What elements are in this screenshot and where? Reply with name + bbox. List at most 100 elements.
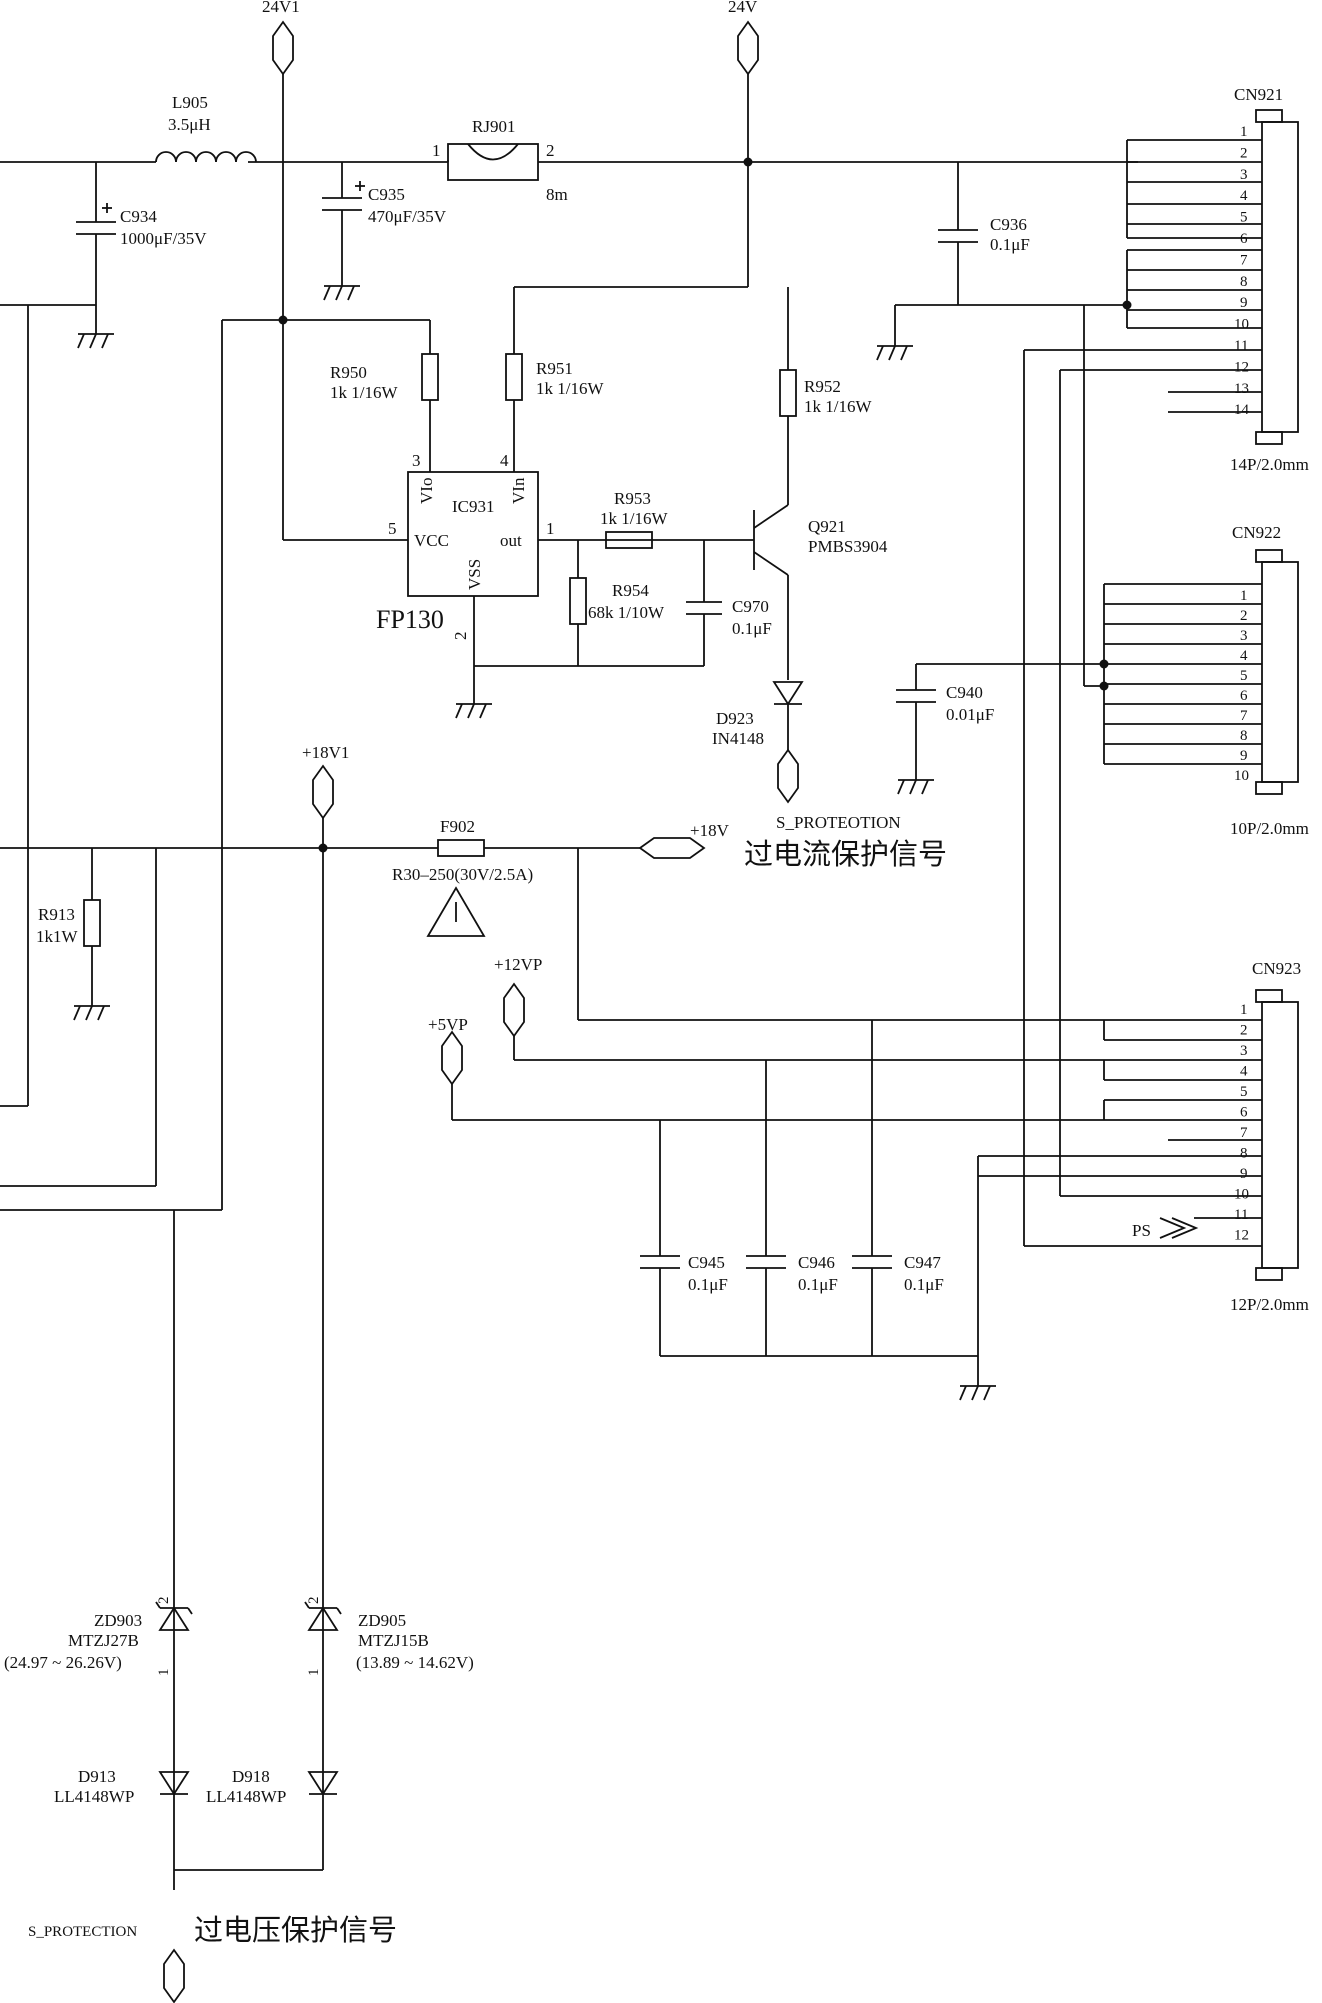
cn923-type: 12P/2.0mm (1230, 1295, 1309, 1314)
cn922-pin-4: 4 (1240, 648, 1248, 664)
c935-value: 470μF/35V (368, 207, 447, 226)
c940-ref: C940 (946, 683, 983, 702)
zd903-range: (24.97 ~ 26.26V) (4, 1653, 122, 1672)
d913-part: LL4148WP (54, 1787, 134, 1806)
zd903-part: MTZJ27B (68, 1631, 139, 1650)
d923-part: IN4148 (712, 729, 764, 748)
c934-ref: C934 (120, 207, 157, 226)
rail-5vp-label: +5VP (428, 1015, 468, 1034)
f902-ref: F902 (440, 817, 475, 836)
cn921-type: 14P/2.0mm (1230, 455, 1309, 474)
ic931-out: out (500, 531, 522, 550)
rail-12vp-label: +12VP (494, 955, 542, 974)
cn922-ref: CN922 (1232, 523, 1281, 542)
cn922-pin-3: 3 (1240, 628, 1248, 644)
rail-24v1-label: 24V1 (262, 0, 300, 16)
cn921-pin-2: 2 (1240, 145, 1248, 161)
zd905-pin1: 1 (306, 1669, 322, 1677)
c945-value: 0.1μF (688, 1275, 728, 1294)
cn921-pin-10: 10 (1234, 317, 1249, 333)
q921-ref: Q921 (808, 517, 846, 536)
overcurrent-signal-label: 过电流保护信号 (744, 837, 947, 871)
cn921-pin-12: 12 (1234, 359, 1249, 375)
cn922-pin-9: 9 (1240, 748, 1248, 764)
rj901-body (447, 143, 539, 181)
f902-part: R30–250(30V/2.5A) (392, 865, 533, 884)
r953-value: 1k 1/16W (600, 509, 668, 528)
cn921-pin-3: 3 (1240, 167, 1248, 183)
cn923-pin-10: 10 (1234, 1187, 1249, 1203)
ic931-part: FP130 (376, 605, 444, 634)
cn922-pin-10: 10 (1234, 768, 1249, 784)
l905-ref: L905 (172, 93, 208, 112)
cn921-pin-1: 1 (1240, 124, 1248, 140)
cn922-pin-2: 2 (1240, 608, 1248, 624)
cn922-pin-5: 5 (1240, 668, 1248, 684)
cn922-type: 10P/2.0mm (1230, 819, 1309, 838)
cn923-pin-8: 8 (1240, 1146, 1248, 1162)
cn922-pin-1: 1 (1240, 588, 1248, 604)
d918-part: LL4148WP (206, 1787, 286, 1806)
cn921-pin-14: 14 (1234, 402, 1250, 418)
c946-value: 0.1μF (798, 1275, 838, 1294)
r954-ref: R954 (612, 581, 649, 600)
ic931-body (407, 471, 539, 597)
rj901-pin1: 1 (432, 141, 441, 160)
ic931-pin4: 4 (500, 451, 509, 470)
zd905-pin2: 2 (306, 1597, 322, 1605)
c936-value: 0.1μF (990, 235, 1030, 254)
ic931-pin1: 1 (546, 519, 555, 538)
d923-ref: D923 (716, 709, 754, 728)
cn921-pin-11: 11 (1234, 338, 1248, 354)
cn922-pin-7: 7 (1240, 708, 1248, 724)
rj901-pin2: 2 (546, 141, 555, 160)
c936-ref: C936 (990, 215, 1027, 234)
r951-value: 1k 1/16W (536, 379, 604, 398)
cn923-pin-12: 12 (1234, 1228, 1249, 1244)
r950-ref: R950 (330, 363, 367, 382)
cn923-pin-1: 1 (1240, 1002, 1248, 1018)
c947-ref: C947 (904, 1253, 941, 1272)
c947-value: 0.1μF (904, 1275, 944, 1294)
c970-ref: C970 (732, 597, 769, 616)
c934-value: 1000μF/35V (120, 229, 207, 248)
ic931-vio: VIo (417, 478, 436, 504)
cn923-pin-3: 3 (1240, 1043, 1248, 1059)
cn922-pin-6: 6 (1240, 688, 1248, 704)
inductor-l905-coil (155, 151, 257, 163)
cn921-pin-5: 5 (1240, 210, 1248, 226)
cn923-pin-9: 9 (1240, 1166, 1248, 1182)
zd905-ref: ZD905 (358, 1611, 406, 1630)
q921-part: PMBS3904 (808, 537, 888, 556)
c935-ref: C935 (368, 185, 405, 204)
ic931-vin: VIn (509, 477, 528, 504)
c970-value: 0.1μF (732, 619, 772, 638)
cn921-pin-7: 7 (1240, 252, 1248, 268)
cn921-pin-4: 4 (1240, 188, 1248, 204)
r913-value: 1k1W (36, 927, 79, 946)
ic931-vss: VSS (465, 559, 484, 590)
ic931-pin5: 5 (388, 519, 397, 538)
rj901-value: 8m (546, 185, 568, 204)
d913-ref: D913 (78, 1767, 116, 1786)
ps-label: PS (1132, 1221, 1151, 1240)
r913-ref: R913 (38, 905, 75, 924)
r954-value: 68k 1/10W (588, 603, 665, 622)
r953-ref: R953 (614, 489, 651, 508)
cn921-pin-6: 6 (1240, 231, 1248, 247)
rj901-ref: RJ901 (472, 117, 515, 136)
cn921-pin-13: 13 (1234, 381, 1249, 397)
ic931-pin2: 2 (451, 632, 470, 641)
r950-value: 1k 1/16W (330, 383, 398, 402)
cn923-pin-7: 7 (1240, 1125, 1248, 1141)
zd903-pin2: 2 (156, 1597, 172, 1605)
c945-ref: C945 (688, 1253, 725, 1272)
zd905-range: (13.89 ~ 14.62V) (356, 1653, 474, 1672)
cn921-pin-9: 9 (1240, 295, 1248, 311)
rail-18v1-label: +18V1 (302, 743, 349, 762)
ic931-ref: IC931 (452, 497, 495, 516)
r952-value: 1k 1/16W (804, 397, 872, 416)
zd903-ref: ZD903 (94, 1611, 142, 1630)
cn923-pin-11: 11 (1234, 1207, 1248, 1223)
